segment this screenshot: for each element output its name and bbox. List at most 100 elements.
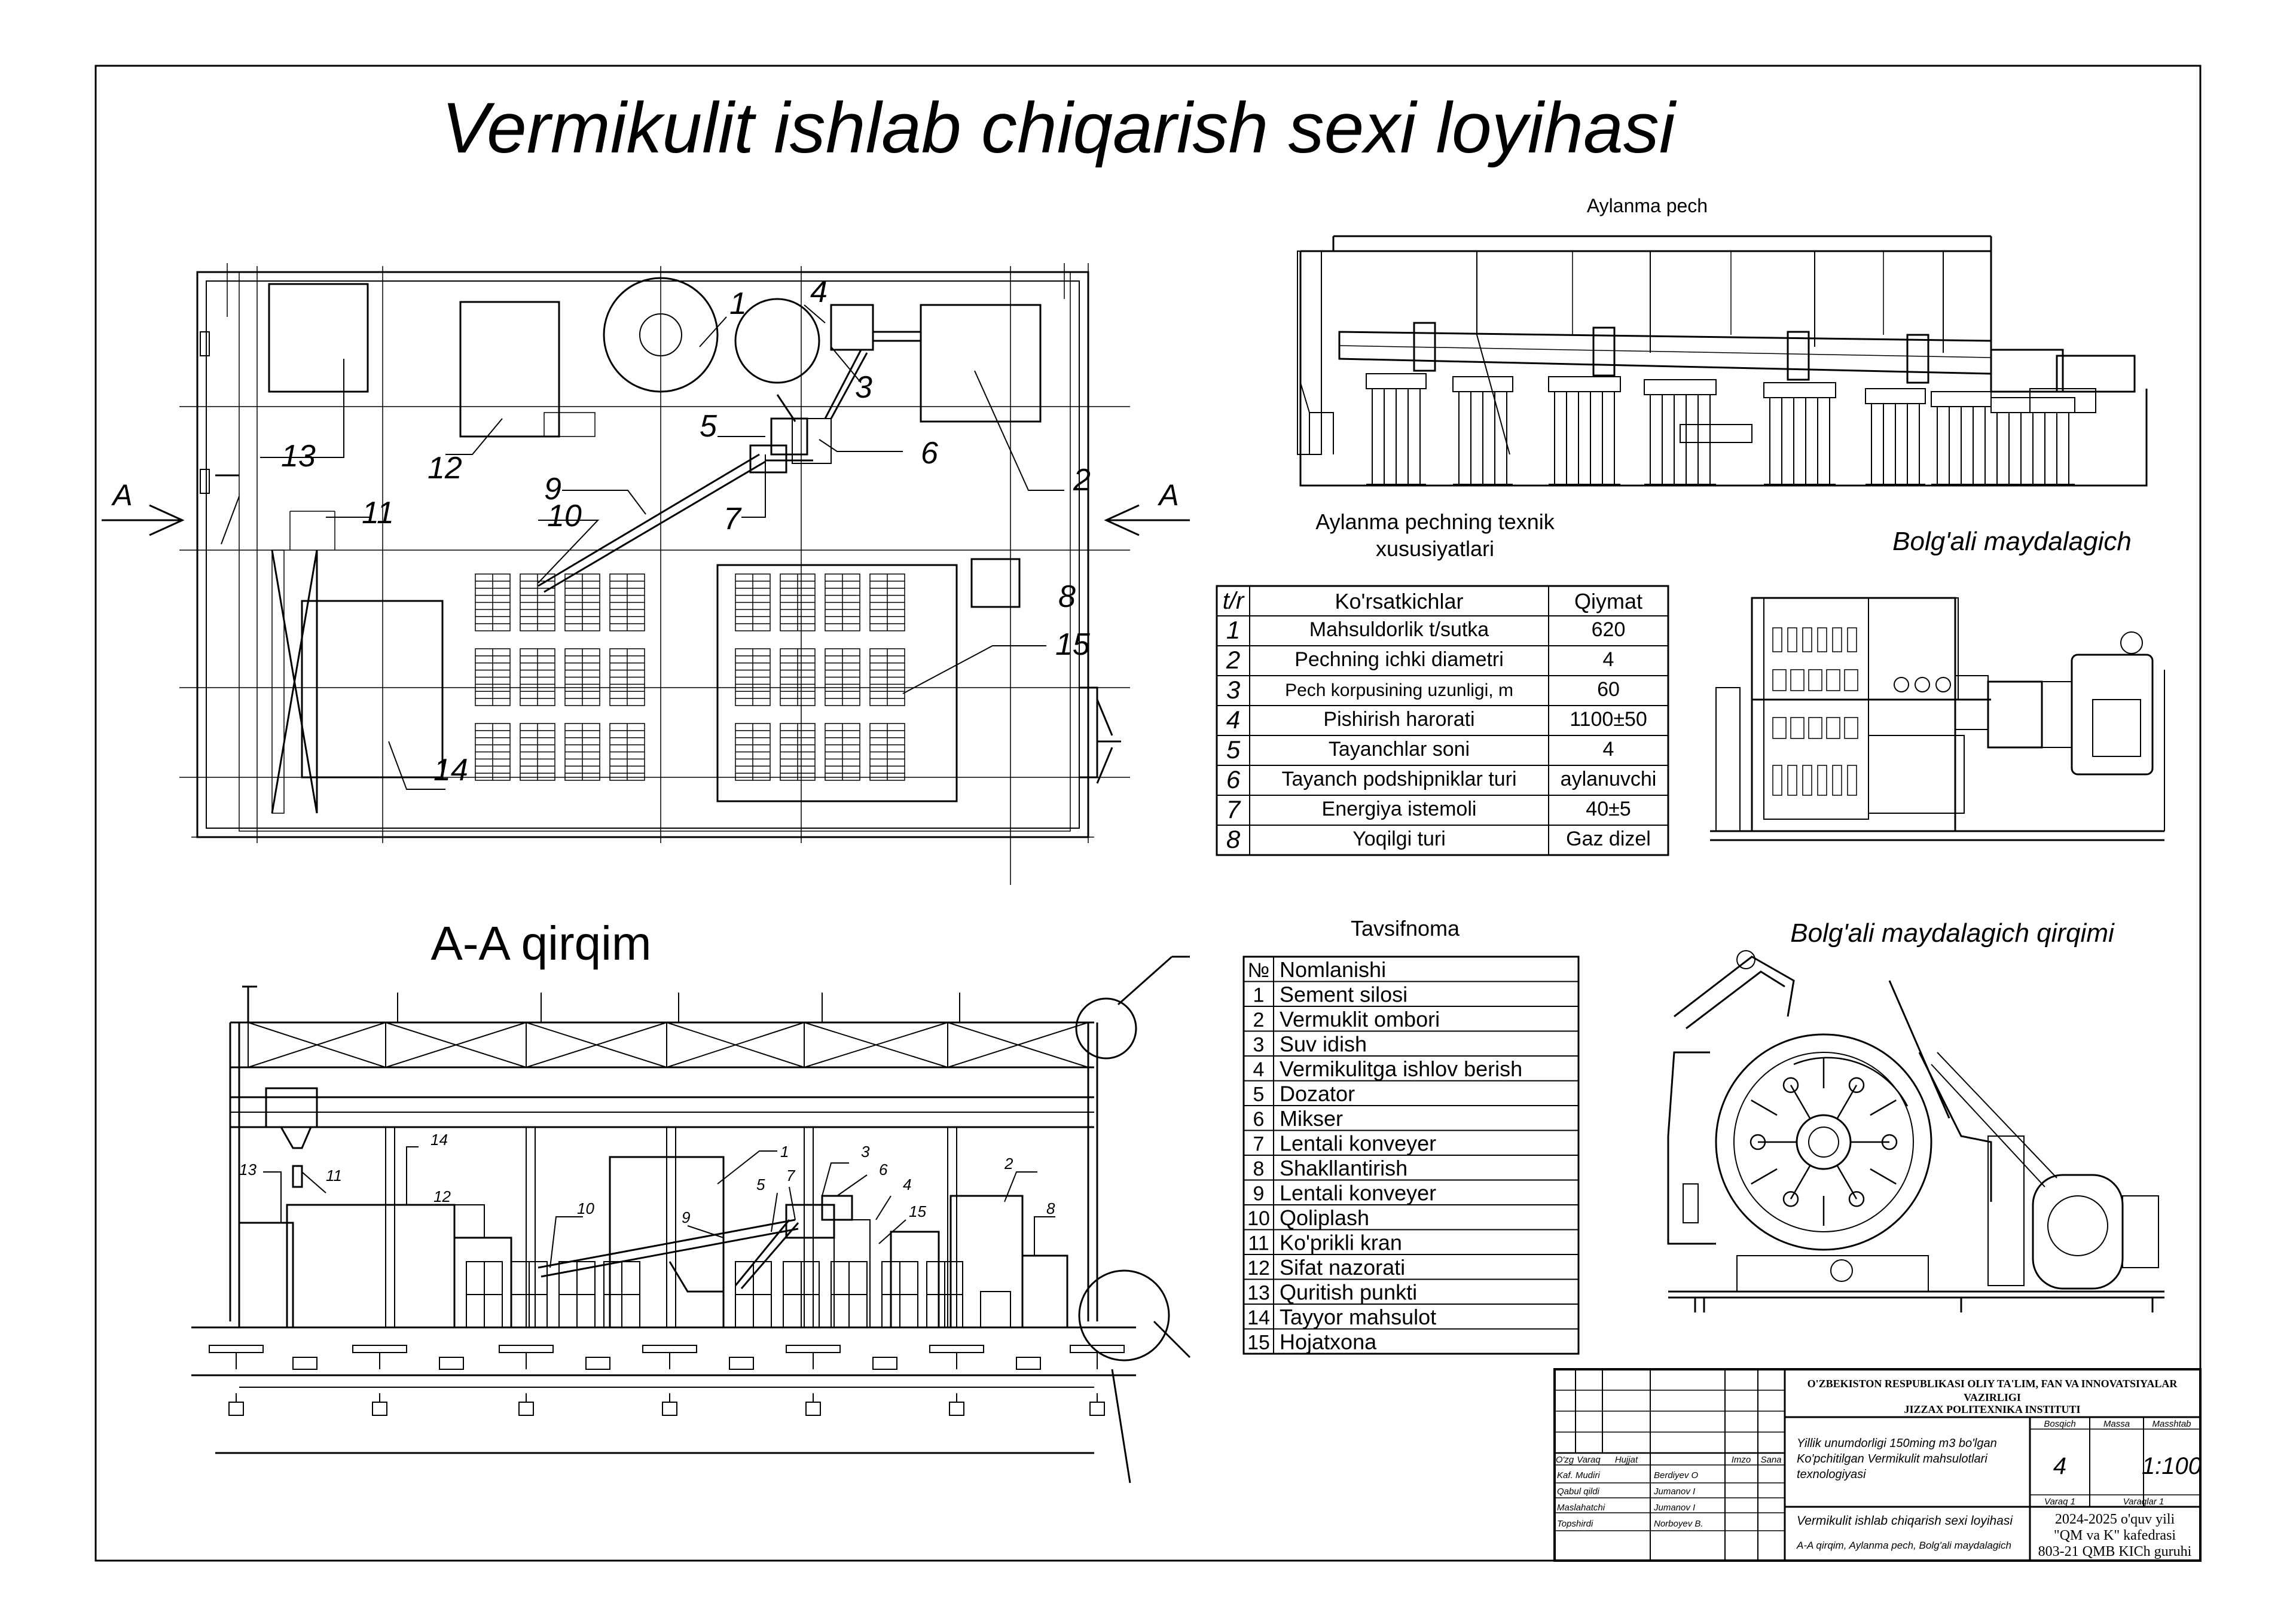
section-title: A-A qirqim [431,917,652,970]
section-label-13: 13 [239,1161,257,1179]
specs-row-value: 4 [1603,738,1614,761]
plan-label-4: 4 [810,274,828,309]
plan-view [179,263,1130,885]
forming-rack [869,573,905,631]
legend-row-name: Dozator [1280,1082,1355,1106]
pile-head [372,1402,387,1416]
legend-row-name: Ko'prikli kran [1280,1231,1402,1255]
stamp-person: Jumanov I [1653,1486,1695,1497]
footing-cap [209,1345,264,1353]
legend-row-name: Suv idish [1280,1032,1367,1057]
footing-cap [352,1345,407,1353]
specs-row-num: 5 [1226,735,1241,764]
specs-title-line2: xususiyatlari [1376,536,1494,561]
section-leaders [263,1146,1055,1268]
specs-row-value: Gaz dizel [1566,828,1651,850]
specs-row-value: 60 [1597,678,1620,701]
forming-rack [564,723,600,781]
forming-rack [825,573,860,631]
specs-row-name: Pechning ichki diametri [1294,648,1504,671]
specs-row-num: 6 [1226,765,1241,793]
specs-row-num: 4 [1226,706,1240,734]
plan-racks [475,573,905,781]
section-structure [209,1022,1125,1416]
stamp-project-title: Vermikulit ishlab chiqarish sexi loyihas… [1797,1514,2013,1528]
kiln-drawing [1297,235,2148,487]
crusher-section-title: Bolg'ali maydalagich qirqimi [1790,918,2115,948]
legend-header-name: Nomlanishi [1280,957,1386,982]
specs-row-num: 1 [1226,616,1240,644]
plan-label-15: 15 [1055,627,1091,662]
section-label-7: 7 [786,1167,796,1185]
forming-rack [475,648,511,706]
legend-row-name: Sement silosi [1280,982,1407,1007]
forming-rack [520,573,555,631]
stamp-sheets-label: Varaqlar 1 [2123,1497,2164,1507]
forming-rack [869,723,905,781]
stamp-mass-label: Massa [2103,1419,2130,1429]
stamp-role: Qabul qildi [1557,1486,1600,1497]
legend-row-name: Hojatxona [1280,1330,1377,1354]
stamp-org-line3: JIZZAX POLITEXNIKA INSTITUTI [1904,1403,2080,1415]
legend-row-name: Mikser [1280,1106,1343,1131]
legend-row-name: Quritish punkti [1280,1280,1417,1305]
forming-rack [825,648,860,706]
section-label-12: 12 [433,1188,451,1205]
specs-title-line1: Aylanma pechning texnik [1315,509,1555,534]
legend-title: Tavsifnoma [1351,916,1460,941]
stamp-role: Maslahatchi [1557,1503,1605,1513]
section-marker-left: A [111,478,132,512]
pile-head [518,1402,534,1416]
plan-label-6: 6 [921,436,938,471]
footing-cap [786,1345,841,1353]
legend-row-num: 6 [1253,1108,1265,1131]
stamp-person: Berdiyev O [1654,1470,1699,1480]
stamp-group: 803-21 QMB KICh guruhi [2038,1544,2192,1559]
plan-label-12: 12 [428,451,462,486]
forming-rack [609,723,645,781]
footing-cap [929,1345,984,1353]
legend-row-num: 9 [1253,1183,1265,1205]
plan-label-8: 8 [1058,579,1076,614]
specs-row-num: 3 [1226,676,1240,704]
forming-rack [475,573,511,631]
stamp-desc-line2: Ko'pchitilgan Vermikulit mahsulotlari [1797,1452,1987,1466]
footing-cap [499,1345,554,1353]
plan-label-5: 5 [700,409,718,444]
section-drawing [191,956,1191,1483]
section-label-2: 2 [1004,1155,1013,1173]
sheet-border [94,65,2202,1562]
stamp-org-line1: O'ZBEKISTON RESPUBLIKASI OLIY TA'LIM, FA… [1808,1378,2178,1390]
plan-label-7: 7 [723,502,742,536]
section-label-11: 11 [326,1167,342,1185]
legend-row-num: 3 [1253,1034,1265,1057]
legend-row-name: Tayyor mahsulot [1280,1305,1436,1329]
crusher-section-drawing [1667,950,2164,1312]
plan-label-2: 2 [1073,463,1091,497]
section-label-4: 4 [903,1176,911,1193]
legend-row-num: 2 [1253,1009,1265,1031]
section-label-14: 14 [430,1131,448,1149]
stamp-role: Kaf. Mudiri [1557,1470,1600,1480]
pile-head [805,1402,821,1416]
plan-label-1: 1 [729,286,747,321]
forming-rack [609,648,645,706]
legend-row-num: 10 [1247,1207,1270,1230]
footing-cap [642,1345,697,1353]
rotor-spokes [1750,1057,1909,1226]
kiln-title: Aylanma pech [1587,195,1708,216]
specs-header-name: Ko'rsatkichlar [1335,589,1464,613]
forming-rack [780,723,816,781]
specs-row-num: 2 [1226,646,1240,674]
pile-head [662,1402,677,1416]
section-label-5: 5 [756,1176,765,1193]
section-marker-right: A [1157,478,1178,512]
crusher-title: Bolg'ali maydalagich [1892,527,2132,556]
stamp-org-line2: VAZIRLIGI [1964,1391,2021,1403]
specs-row-name: Pishirish harorati [1323,708,1474,731]
pile-head [1089,1402,1105,1416]
